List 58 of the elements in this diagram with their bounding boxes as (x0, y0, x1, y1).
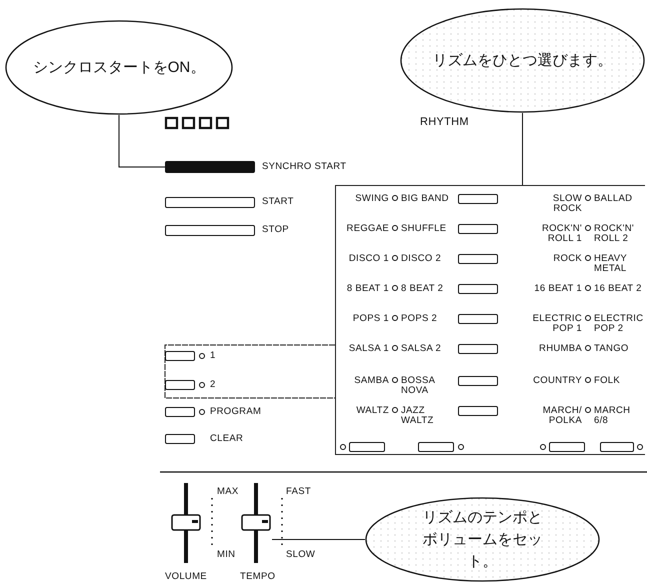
button-label: 1 (210, 351, 216, 361)
synchro-start-button (165, 161, 255, 173)
rhythm-name: BIG BAND (401, 194, 449, 204)
button-label: SYNCHRO START (262, 162, 346, 172)
scale-label: FAST (286, 487, 311, 497)
button-label: STOP (262, 225, 289, 235)
rhythm-name: BOSSA NOVA (401, 376, 436, 396)
button-label: PROGRAM (210, 407, 262, 417)
rhythm-name: ROCK'N' ROLL 1 (540, 224, 582, 244)
rhythm-name: DISCO 2 (401, 254, 442, 264)
rhythm-name: COUNTRY (533, 376, 582, 386)
rhythm-name: TANGO (594, 344, 629, 354)
rhythm-name: SALSA 1 (348, 344, 389, 354)
rhythm-name: SAMBA (354, 376, 389, 386)
rhythm-name: REGGAE (346, 224, 389, 234)
scale-label: MAX (217, 487, 238, 497)
section-heading: RHYTHM (420, 117, 469, 127)
button-label: CLEAR (210, 434, 244, 444)
leader-line (272, 539, 366, 540)
rhythm-name: POPS 1 (352, 314, 389, 324)
rhythm-name: SLOW ROCK (552, 194, 582, 214)
leader-line (118, 114, 166, 168)
rhythm-name: DISCO 1 (348, 254, 389, 264)
rhythm-name: ELECTRIC POP 1 (532, 314, 582, 334)
button-label: 2 (210, 380, 216, 390)
rhythm-name: MARCH/ POLKA (542, 406, 582, 426)
leader-line (522, 112, 523, 186)
rhythm-name: HEAVY METAL (594, 254, 628, 274)
rhythm-name: POPS 2 (401, 314, 438, 324)
rhythm-name: 16 BEAT 1 (534, 284, 582, 294)
rhythm-name: ROCK'N' ROLL 2 (594, 224, 636, 244)
rhythm-name: WALTZ (356, 406, 389, 416)
scale-label: MIN (217, 550, 236, 560)
rhythm-name: 16 BEAT 2 (594, 284, 642, 294)
rhythm-name: SHUFFLE (401, 224, 446, 234)
callout-bubble (400, 8, 645, 113)
rhythm-name: MARCH 6/8 (594, 406, 632, 426)
callout-text: シンクロスタートをON。 (32, 58, 206, 78)
callout-bubble (5, 20, 233, 115)
callout-text: リズムをひとつ選びます。 (432, 50, 614, 70)
rhythm-name: ELECTRIC POP 2 (594, 314, 644, 334)
slider-label: VOLUME (165, 572, 207, 582)
rhythm-name: RHUMBA (539, 344, 582, 354)
rhythm-name: 8 BEAT 1 (346, 284, 389, 294)
button-label: START (262, 197, 294, 207)
rhythm-name: SALSA 2 (401, 344, 442, 354)
rhythm-name: SWING (355, 194, 389, 204)
volume-slider (170, 483, 202, 563)
slider-label: TEMPO (240, 572, 276, 582)
rhythm-name: JAZZ WALTZ (401, 406, 435, 426)
scale-label: SLOW (286, 550, 316, 560)
rhythm-name: ROCK (553, 254, 582, 264)
tempo-slider (240, 483, 272, 563)
callout-text: リズムのテンポとボリュームをセット。 (422, 508, 544, 572)
rhythm-name: BALLAD (594, 194, 632, 204)
rhythm-name: FOLK (594, 376, 620, 386)
callout-bubble (365, 497, 600, 582)
rhythm-name: 8 BEAT 2 (401, 284, 444, 294)
